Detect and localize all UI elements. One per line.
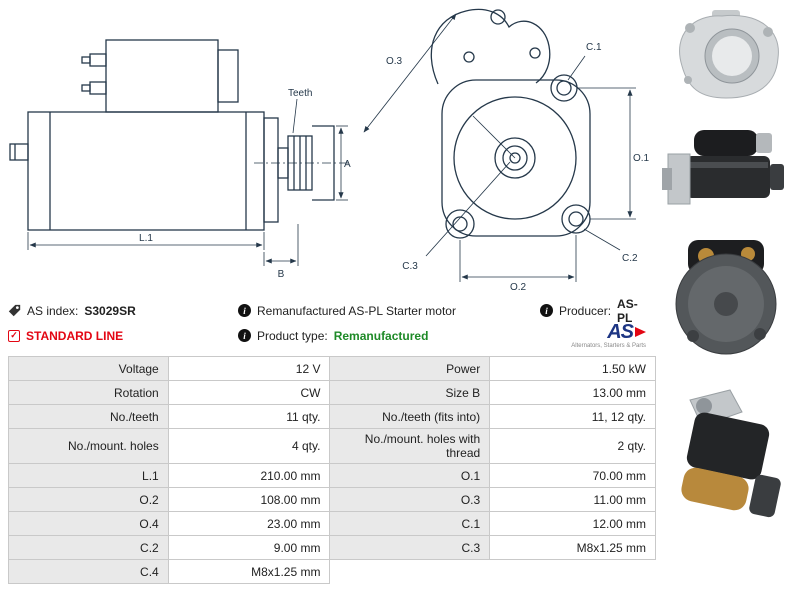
spec-label-cell: C.3 [329, 535, 491, 560]
standard-line: ✓ STANDARD LINE [8, 329, 238, 343]
dim-c2-label: C.2 [622, 253, 638, 264]
spec-value-cell: 1.50 kW [489, 356, 656, 381]
dim-l1-label: L.1 [139, 233, 153, 244]
table-row: C.2 9.00 mm C.3 M8x1.25 mm [8, 535, 656, 560]
spec-value-cell: 9.00 mm [167, 535, 331, 560]
table-row: O.2 108.00 mm O.3 11.00 mm [8, 487, 656, 512]
spec-label-cell: Power [329, 356, 491, 381]
spec-value-cell: 12.00 mm [489, 511, 656, 536]
brand-logo-area: AS Alternators, Starters & Parts [540, 320, 648, 349]
aspl-logo: AS Alternators, Starters & Parts [571, 320, 648, 349]
spec-label-cell: C.4 [8, 559, 169, 584]
producer-label: Producer: [559, 303, 612, 318]
spec-value-cell: 23.00 mm [167, 511, 331, 536]
spec-label-cell: No./mount. holes [8, 428, 169, 464]
producer-value: AS-PL [617, 296, 638, 325]
product-type: i Product type: Remanufactured [238, 329, 540, 343]
dim-o1-label: O.1 [633, 153, 650, 164]
remanufactured-note-text: Remanufactured AS-PL Starter motor [257, 303, 456, 318]
product-photo-front-bracket [660, 6, 796, 104]
product-photo-angled [660, 372, 796, 550]
spec-label-cell: No./teeth [8, 404, 169, 429]
checkbox-icon: ✓ [8, 329, 20, 342]
spec-value-cell: 4 qty. [167, 428, 331, 464]
technical-drawings: Teeth A L.1 B [0, 0, 656, 294]
table-row: Voltage 12 V Power 1.50 kW [8, 356, 656, 381]
product-photo-rear [660, 232, 796, 364]
spec-value-cell: M8x1.25 mm [489, 535, 656, 560]
logo-flag-icon [635, 326, 646, 337]
as-index-label: AS index: [27, 303, 79, 318]
product-type-label: Product type: [257, 328, 328, 343]
spec-label-cell: Size B [329, 380, 491, 405]
spec-label-cell: Voltage [8, 356, 169, 381]
info-row-2: ✓ STANDARD LINE i Product type: Remanufa… [8, 320, 648, 349]
table-row: No./mount. holes 4 qty. No./mount. holes… [8, 428, 656, 464]
main-column: Teeth A L.1 B [0, 0, 656, 584]
logo-text: AS [607, 320, 634, 343]
product-type-value: Remanufactured [333, 328, 429, 343]
as-index-value: S3029SR [84, 303, 136, 318]
product-photo-side [660, 112, 796, 224]
spec-value-cell: 11 qty. [167, 404, 331, 429]
spec-value-cell: 108.00 mm [167, 487, 331, 512]
spec-value-cell: 11, 12 qty. [489, 404, 656, 429]
spec-value-cell: CW [167, 380, 331, 405]
info-icon: i [540, 304, 553, 317]
info-icon: i [238, 329, 251, 342]
spec-value-cell: 13.00 mm [489, 380, 656, 405]
spec-value-cell: 2 qty. [489, 428, 656, 464]
spec-label-cell: L.1 [8, 463, 169, 488]
info-icon: i [238, 304, 251, 317]
spec-value-cell: 11.00 mm [489, 487, 656, 512]
standard-line-label: STANDARD LINE [26, 328, 124, 343]
teeth-label: Teeth [288, 88, 312, 99]
spec-label-cell: No./teeth (fits into) [329, 404, 491, 429]
spec-table: Voltage 12 V Power 1.50 kW Rotation CW S… [8, 356, 656, 584]
spec-value-cell: 12 V [167, 356, 331, 381]
table-row: O.4 23.00 mm C.1 12.00 mm [8, 511, 656, 536]
dim-c3-label: C.3 [402, 261, 418, 272]
spec-label-cell: O.2 [8, 487, 169, 512]
table-row: No./teeth 11 qty. No./teeth (fits into) … [8, 404, 656, 429]
spec-empty-cell [329, 559, 656, 584]
info-row-1: AS index: S3029SR i Remanufactured AS-PL… [8, 297, 648, 325]
table-row: L.1 210.00 mm O.1 70.00 mm [8, 463, 656, 488]
table-row: C.4 M8x1.25 mm [8, 559, 656, 584]
front-view-drawing: O.3 C.1 O.1 C.2 C.3 O.2 [363, 8, 650, 292]
spec-label-cell: C.1 [329, 511, 491, 536]
dim-a-label: A [344, 159, 351, 170]
spec-label-cell: Rotation [8, 380, 169, 405]
spec-label-cell: O.4 [8, 511, 169, 536]
dim-o2-label: O.2 [510, 282, 527, 292]
remanufactured-note: i Remanufactured AS-PL Starter motor [238, 304, 540, 318]
logo-wordmark: AS [571, 320, 646, 343]
dim-c1-label: C.1 [586, 42, 602, 53]
side-view-drawing: Teeth A L.1 B [9, 39, 351, 280]
spec-value-cell: 70.00 mm [489, 463, 656, 488]
spec-value-cell: M8x1.25 mm [167, 559, 331, 584]
spec-label-cell: No./mount. holes with thread [329, 428, 491, 464]
as-index: AS index: S3029SR [8, 304, 238, 318]
spec-label-cell: C.2 [8, 535, 169, 560]
spec-label-cell: O.3 [329, 487, 491, 512]
tag-icon [8, 304, 21, 317]
product-info-bar: AS index: S3029SR i Remanufactured AS-PL… [0, 294, 656, 352]
dim-o3-label: O.3 [386, 56, 403, 67]
product-photos [656, 0, 800, 591]
dim-b-label: B [278, 269, 285, 280]
table-row: Rotation CW Size B 13.00 mm [8, 380, 656, 405]
producer: i Producer: AS-PL [540, 297, 648, 325]
logo-subtext: Alternators, Starters & Parts [571, 342, 646, 349]
spec-value-cell: 210.00 mm [167, 463, 331, 488]
spec-label-cell: O.1 [329, 463, 491, 488]
